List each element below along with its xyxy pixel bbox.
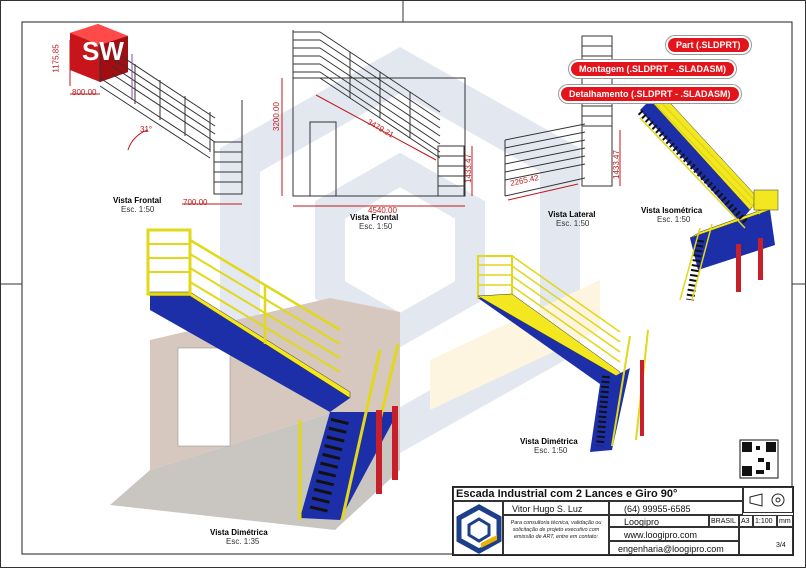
email: engenharia@loogipro.com bbox=[618, 544, 724, 554]
scale-cell: 1:100 bbox=[753, 515, 777, 527]
projection-symbol-icon bbox=[749, 493, 785, 507]
tool-symbol-cell bbox=[743, 487, 793, 513]
sheet-number: 3/4 bbox=[776, 542, 786, 549]
paper-cell: A3 bbox=[739, 515, 753, 527]
phone-number: (64) 99955-6585 bbox=[624, 504, 691, 514]
website: www.loogipro.com bbox=[624, 530, 698, 540]
title-block: Escada Industrial com 2 Lances e Giro 90… bbox=[452, 486, 794, 556]
dimension-label: 1433.47 bbox=[611, 150, 621, 179]
view-scale: Esc. 1:35 bbox=[226, 537, 260, 546]
logo-cell bbox=[453, 501, 503, 555]
view-title: Vista Dimétrica bbox=[210, 528, 268, 537]
view-title: Vista Isométrica bbox=[641, 206, 703, 215]
author-cell: Vitor Hugo S. Luz bbox=[503, 501, 609, 515]
dimension-label: 31° bbox=[140, 125, 153, 134]
solidworks-logo-text: SW bbox=[82, 36, 124, 66]
dimension-label: 1175.85 bbox=[51, 44, 61, 73]
contact-notes: Para consultoria técnica, validação ou s… bbox=[510, 520, 602, 540]
country-cell: BRASIL bbox=[709, 515, 739, 527]
view-scale: Esc. 1:50 bbox=[556, 219, 590, 228]
view-scale: Esc. 1:50 bbox=[657, 215, 691, 224]
view-title: Vista Lateral bbox=[548, 210, 596, 219]
assembly-format-badge: Montagem (.SLDPRT - .SLADASM) bbox=[571, 62, 734, 76]
view-scale: Esc. 1:50 bbox=[121, 205, 155, 214]
dimension-label: 800.00 bbox=[72, 88, 97, 97]
view-scale: Esc. 1:50 bbox=[534, 446, 568, 455]
phone-cell: (64) 99955-6585 bbox=[609, 501, 743, 515]
dimension-label: 700.00 bbox=[183, 198, 208, 207]
dimension-label: 1433.47 bbox=[463, 154, 473, 183]
isometric-view bbox=[637, 91, 779, 301]
country: BRASIL bbox=[711, 518, 736, 525]
drawing-scale: 1:100 bbox=[755, 518, 773, 525]
qr-code bbox=[739, 439, 779, 479]
dimetric-view-large bbox=[110, 228, 400, 530]
view-title: Vista Dimétrica bbox=[520, 437, 578, 446]
paper-size: A3 bbox=[741, 518, 750, 525]
notes-cell: Para consultoria técnica, validação ou s… bbox=[503, 515, 609, 555]
website-cell: www.loogipro.com bbox=[609, 527, 739, 541]
drawing-title: Escada Industrial com 2 Lances e Giro 90… bbox=[456, 488, 678, 500]
company-name: Loogipro bbox=[624, 517, 660, 527]
dimension-label: 4540.00 bbox=[368, 206, 397, 215]
sheet-cell: 3/4 bbox=[739, 527, 793, 555]
dimetric-view-small bbox=[477, 255, 649, 452]
detail-format-badge: Detalhamento (.SLDPRT - .SLADASM) bbox=[561, 87, 739, 101]
title-cell: Escada Industrial com 2 Lances e Giro 90… bbox=[453, 487, 743, 501]
author-name: Vitor Hugo S. Luz bbox=[512, 504, 583, 514]
email-cell: engenharia@loogipro.com bbox=[609, 541, 739, 555]
company-cell: Loogipro bbox=[609, 515, 709, 527]
dimension-label: 3200.00 bbox=[271, 102, 281, 131]
unit: mm bbox=[779, 518, 791, 525]
view-title: Vista Frontal bbox=[350, 213, 399, 222]
loogipro-logo bbox=[456, 504, 502, 554]
view-scale: Esc. 1:50 bbox=[359, 222, 393, 231]
unit-cell: mm bbox=[777, 515, 793, 527]
part-format-badge: Part (.SLDPRT) bbox=[668, 38, 749, 52]
view-title: Vista Frontal bbox=[113, 196, 162, 205]
front-view-left bbox=[69, 40, 243, 205]
front-view-center bbox=[281, 30, 473, 207]
